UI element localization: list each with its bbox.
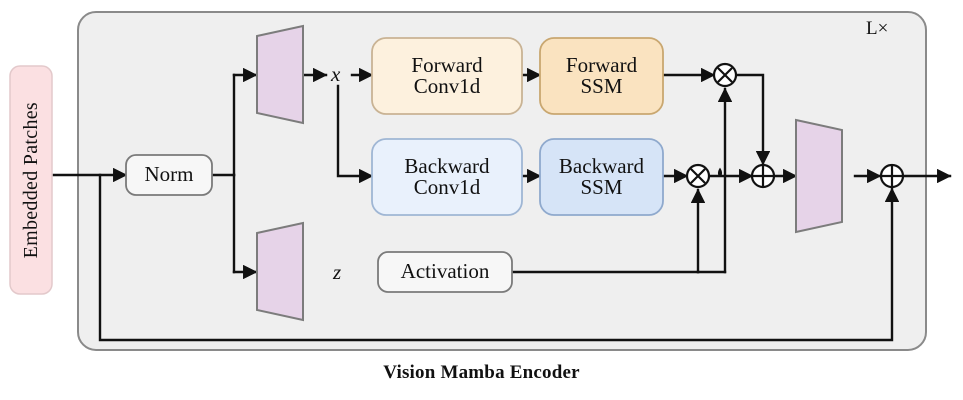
proj-x-trapezoid[interactable] xyxy=(256,24,304,125)
variable-x-label: x xyxy=(331,62,341,86)
proj-z-trapezoid[interactable] xyxy=(256,221,304,322)
forward-conv1d-block[interactable] xyxy=(371,37,523,115)
backward-ssm-label-line-1: Backward xyxy=(558,153,645,178)
mul-forward-operator[interactable] xyxy=(712,62,738,88)
forward-conv1d-label-line-1: Forward xyxy=(411,52,483,77)
activation-label-line-1: Activation xyxy=(400,259,490,284)
embedded-patches-label-wrap: Embedded Patches xyxy=(10,66,52,294)
backward-conv1d-label-line-2: Conv1d xyxy=(413,175,481,199)
backward-conv1d-block[interactable] xyxy=(371,138,523,216)
norm-label-line-1: Norm xyxy=(144,162,194,187)
proj-out-trapezoid[interactable] xyxy=(795,118,843,234)
wire-x-to-backward-conv xyxy=(336,84,374,184)
forward-conv1d-label: Forward Conv1d xyxy=(372,38,522,114)
forward-ssm-label-line-1: Forward xyxy=(565,52,638,77)
variable-z-label: z xyxy=(333,260,342,284)
forward-ssm-block[interactable] xyxy=(539,37,664,115)
wire-residual-skip xyxy=(98,173,900,342)
wire-mul-backward-to-add xyxy=(707,167,754,184)
add-residual-operator[interactable] xyxy=(879,163,905,189)
backward-ssm-label-line-2: SSM xyxy=(580,175,623,199)
repeat-count-label: L× xyxy=(866,18,889,39)
forward-ssm-label-line-2: SSM xyxy=(580,74,623,98)
activation-block[interactable] xyxy=(377,251,513,293)
mul-backward-operator[interactable] xyxy=(685,163,711,189)
embedded-patches-label: Embedded Patches xyxy=(19,101,42,259)
forward-ssm-label: Forward SSM xyxy=(540,38,663,114)
activation-label: Activation xyxy=(378,252,512,292)
embedded-patches-block xyxy=(9,65,53,295)
backward-conv1d-label-line-1: Backward xyxy=(404,153,490,178)
wire-mul-forward-to-add xyxy=(734,73,771,166)
backward-conv1d-label: Backward Conv1d xyxy=(372,139,522,215)
norm-label: Norm xyxy=(126,155,212,195)
backward-ssm-label: Backward SSM xyxy=(540,139,663,215)
norm-block[interactable] xyxy=(125,154,213,196)
forward-conv1d-label-line-2: Conv1d xyxy=(413,74,481,98)
figure-caption: Vision Mamba Encoder xyxy=(383,362,580,383)
backward-ssm-block[interactable] xyxy=(539,138,664,216)
add-merge-operator[interactable] xyxy=(750,163,776,189)
